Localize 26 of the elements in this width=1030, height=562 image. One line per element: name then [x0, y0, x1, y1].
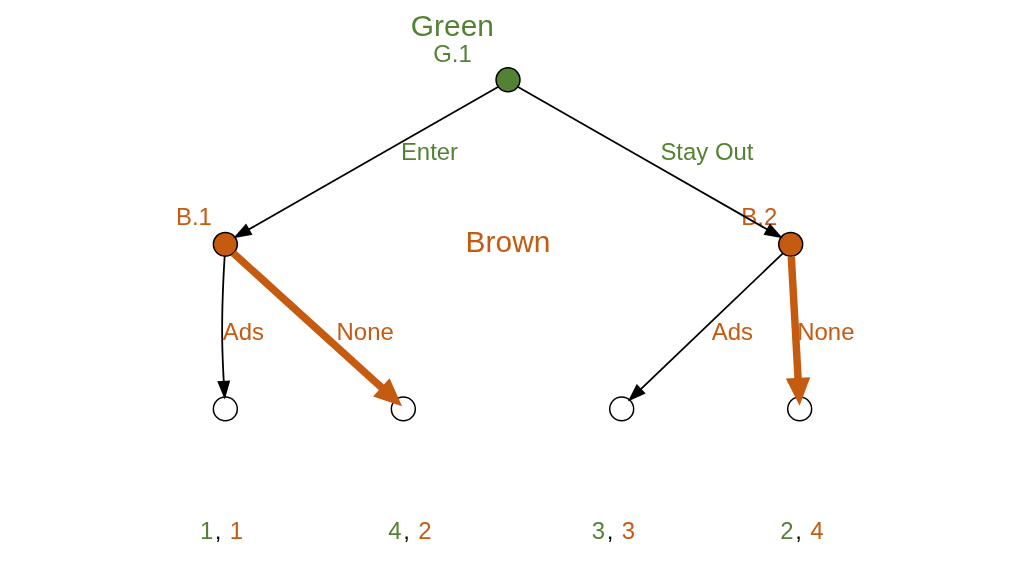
- node-circle: [608, 396, 634, 422]
- node-circle: [390, 396, 416, 422]
- edge-label: Ads: [222, 317, 264, 345]
- node-label: 1, 1: [199, 516, 243, 544]
- node-circle: [786, 396, 812, 422]
- node-label: 2, 4: [779, 516, 823, 544]
- arrow: [232, 86, 499, 239]
- edge-label: Stay Out: [659, 138, 753, 166]
- node-label: B.2: [740, 202, 777, 230]
- node-circle: [777, 231, 803, 258]
- node-label: B.1: [175, 202, 212, 230]
- edge-label: Ads: [711, 317, 753, 345]
- node-label: 4, 2: [387, 516, 432, 544]
- arrow: [230, 250, 402, 407]
- label: Brown: [465, 224, 550, 258]
- arrow: [785, 256, 810, 406]
- arrow: [516, 86, 783, 239]
- node-circle: [494, 67, 521, 93]
- arrow: [216, 255, 230, 400]
- arrow: [627, 252, 783, 402]
- edge-label: None: [336, 317, 394, 345]
- edge-label: Enter: [400, 138, 458, 166]
- node-circle: [212, 396, 238, 422]
- edge-label: None: [796, 317, 854, 345]
- node-label: 3, 3: [591, 516, 635, 544]
- node-circle: [212, 231, 238, 258]
